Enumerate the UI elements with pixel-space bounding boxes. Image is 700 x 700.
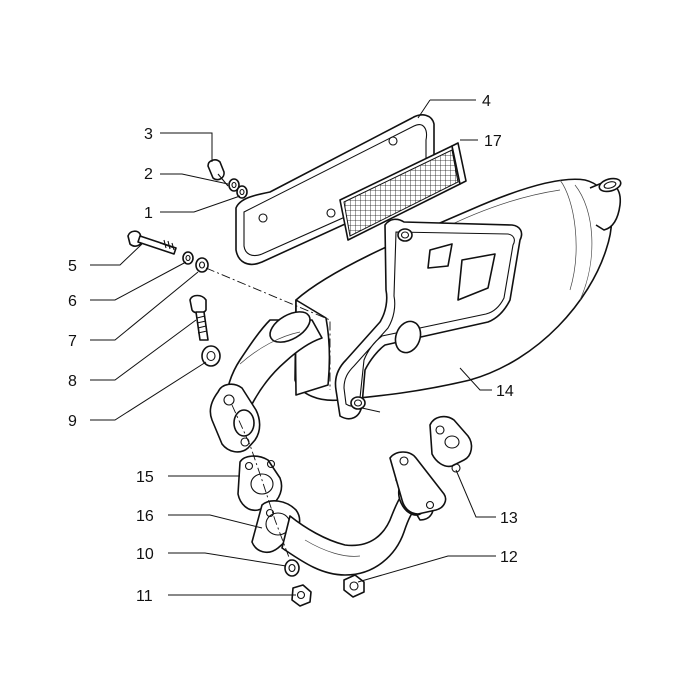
nut-12 xyxy=(343,574,365,598)
washer-10 xyxy=(284,559,300,577)
callout-4: 4 xyxy=(482,93,491,110)
callout-15: 15 xyxy=(136,469,154,486)
hardware xyxy=(127,159,365,607)
callout-7: 7 xyxy=(68,333,77,350)
callout-16: 16 xyxy=(136,508,154,525)
callout-2: 2 xyxy=(144,166,153,183)
muffler-bracket xyxy=(334,218,523,420)
callout-10: 10 xyxy=(136,546,154,563)
callout-9: 9 xyxy=(68,413,77,430)
washer-2 xyxy=(228,178,240,192)
muffler-inlet-pipe xyxy=(225,299,331,409)
bolt-3 xyxy=(207,159,229,187)
callout-labels: 1 2 3 4 5 6 7 8 9 10 11 12 13 14 15 16 1… xyxy=(68,93,518,605)
outlet-flange xyxy=(429,415,473,473)
inlet-flange xyxy=(209,383,261,453)
callout-13: 13 xyxy=(500,510,518,527)
nut-11 xyxy=(291,584,312,607)
exhaust-bend-pipe xyxy=(251,451,447,576)
callout-1: 1 xyxy=(144,205,153,222)
washer-7 xyxy=(195,257,209,273)
washer-6 xyxy=(182,251,194,265)
callout-12: 12 xyxy=(500,549,518,566)
stud-8 xyxy=(189,294,209,341)
callout-14: 14 xyxy=(496,383,514,400)
mesh-pad xyxy=(339,142,467,241)
callout-8: 8 xyxy=(68,373,77,390)
callout-3: 3 xyxy=(144,126,153,143)
callout-17: 17 xyxy=(484,133,502,150)
callout-5: 5 xyxy=(68,258,77,275)
assembly-axes xyxy=(205,267,381,561)
bolt-5 xyxy=(127,230,177,255)
callout-6: 6 xyxy=(68,293,77,310)
leader-lines xyxy=(90,99,496,596)
callout-11: 11 xyxy=(136,588,153,605)
washer-9 xyxy=(201,345,221,367)
washer-1 xyxy=(236,185,248,199)
